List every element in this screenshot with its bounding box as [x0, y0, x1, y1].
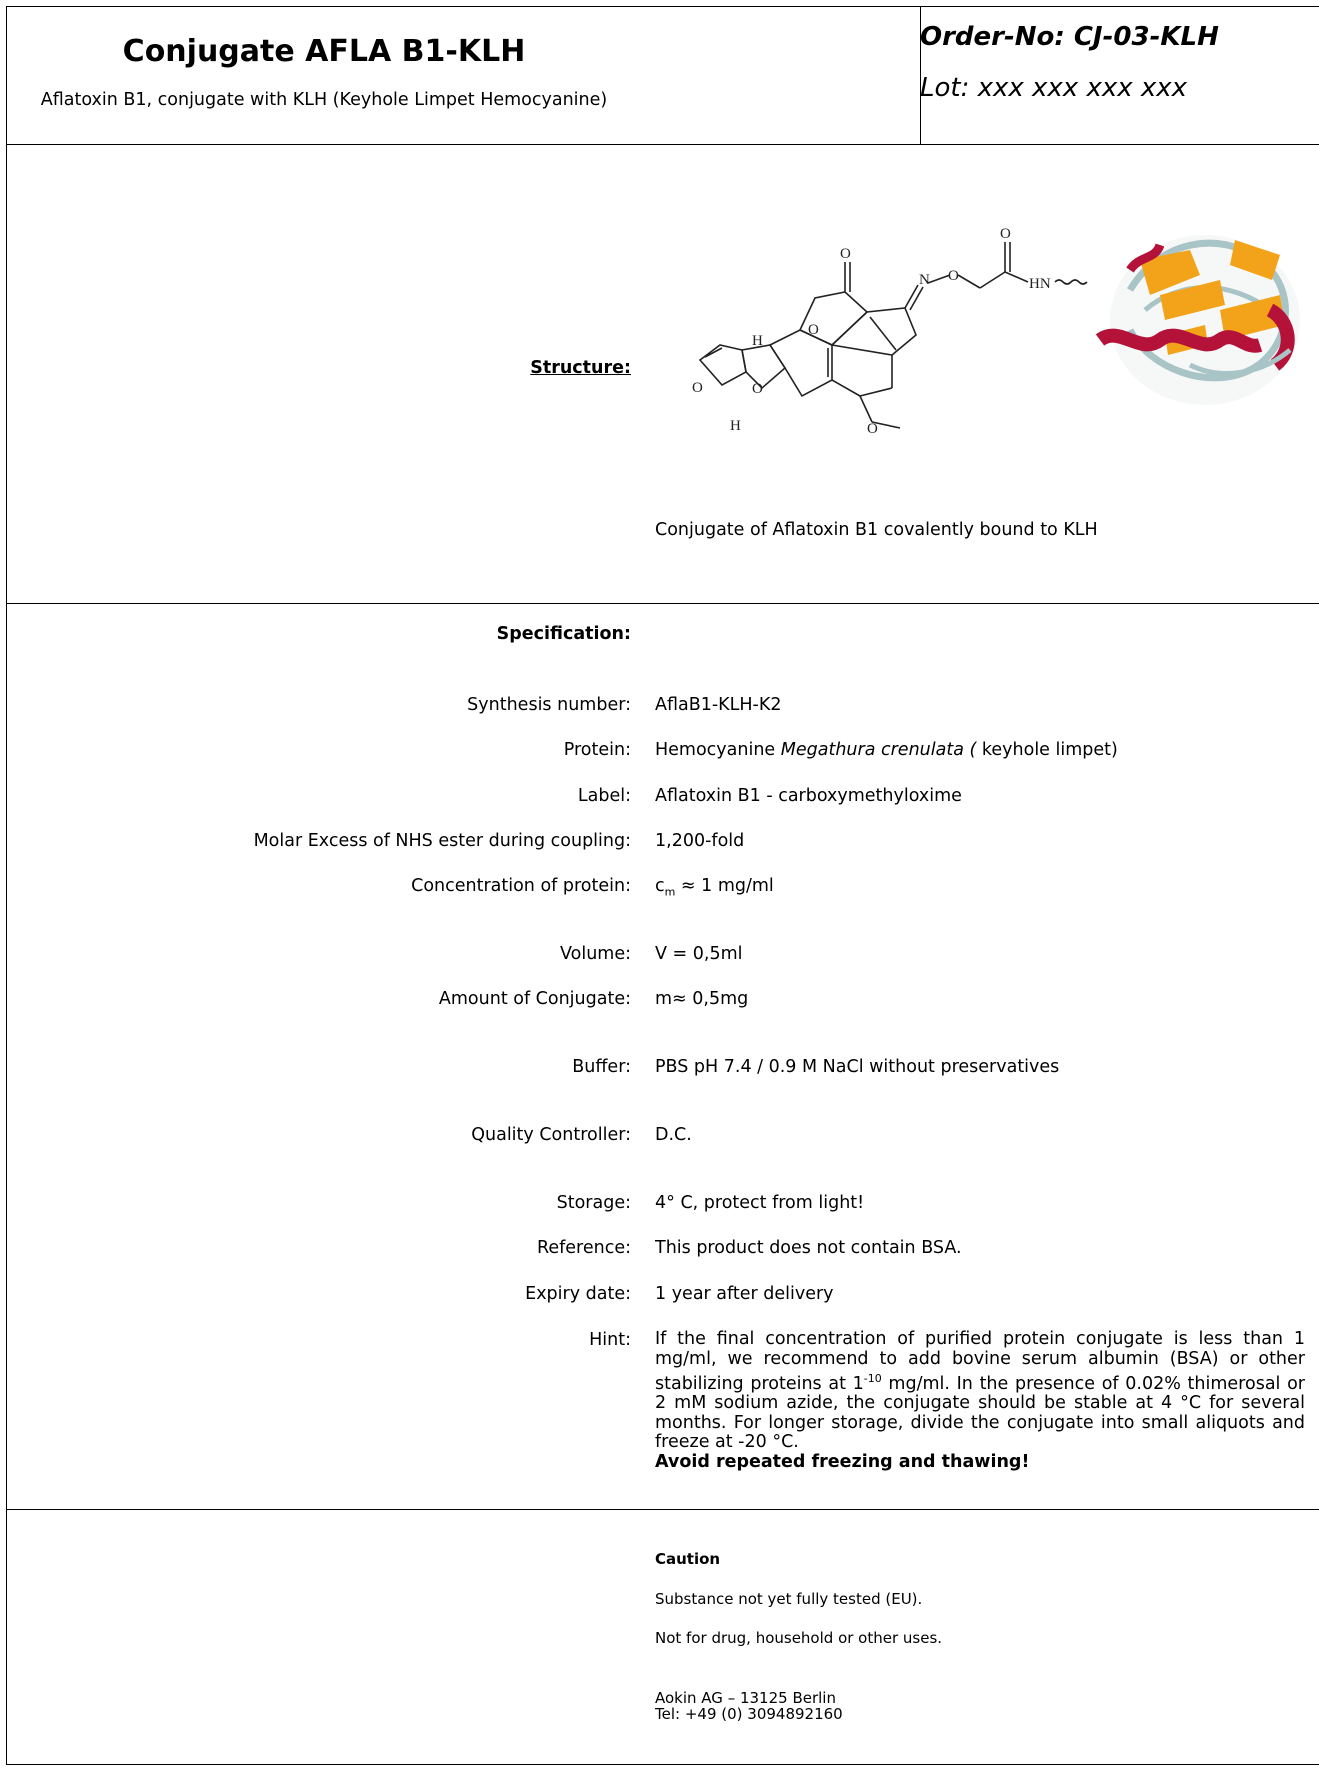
spec-value-buffer: PBS pH 7.4 / 0.9 M NaCl without preserva… — [655, 1057, 1060, 1077]
svg-text:O: O — [808, 322, 819, 338]
section-divider-2 — [7, 603, 1319, 604]
svg-text:O: O — [840, 246, 851, 262]
spec-label-hint: Hint: — [589, 1330, 631, 1350]
svg-text:O: O — [948, 268, 959, 284]
spec-label-volume: Volume: — [560, 944, 631, 964]
spec-label-molar-excess: Molar Excess of NHS ester during couplin… — [253, 831, 631, 851]
spec-label-concentration: Concentration of protein: — [411, 876, 631, 896]
hint-warning: Avoid repeated freezing and thawing! — [655, 1451, 1030, 1472]
structure-caption: Conjugate of Aflatoxin B1 covalently bou… — [655, 520, 1098, 540]
spec-value-volume: V = 0,5ml — [655, 944, 743, 964]
page-subtitle: Aflatoxin B1, conjugate with KLH (Keyhol… — [40, 90, 608, 110]
spec-value-reference: This product does not contain BSA. — [655, 1238, 962, 1258]
section-divider-1 — [7, 144, 1319, 145]
svg-text:O: O — [867, 421, 878, 437]
spec-label-label: Label: — [577, 786, 631, 806]
spec-value-label: Aflatoxin B1 - carboxymethyloxime — [655, 786, 962, 806]
specification-heading: Specification: — [496, 624, 631, 644]
klh-protein-ribbon — [1095, 235, 1300, 405]
lot-number: Lot: xxx xxx xxx xxx — [920, 73, 1188, 103]
spec-label-expiry: Expiry date: — [525, 1284, 631, 1304]
molecule-structure-image: O O H H O O O N O O HN — [692, 226, 1300, 437]
page-title: Conjugate AFLA B1-KLH — [122, 34, 526, 69]
svg-text:O: O — [1000, 226, 1011, 242]
header-divider — [920, 7, 921, 145]
spec-label-synthesis-number: Synthesis number: — [467, 695, 631, 715]
spec-label-quality-controller: Quality Controller: — [471, 1125, 631, 1145]
svg-text:N: N — [919, 272, 930, 288]
caution-line-1: Substance not yet fully tested (EU). — [655, 1590, 923, 1608]
spec-value-synthesis-number: AflaB1-KLH-K2 — [655, 695, 782, 715]
spec-value-expiry: 1 year after delivery — [655, 1284, 834, 1304]
svg-text:HN: HN — [1029, 276, 1051, 292]
caution-line-2: Not for drug, household or other uses. — [655, 1629, 943, 1647]
svg-text:H: H — [752, 333, 763, 349]
molecule-bonds — [698, 242, 1088, 429]
structure-label: Structure: — [530, 358, 631, 378]
caution-title: Caution — [655, 1550, 721, 1568]
spec-label-amount: Amount of Conjugate: — [438, 989, 631, 1009]
svg-text:H: H — [730, 418, 741, 434]
svg-text:O: O — [752, 381, 763, 397]
product-sheet — [6, 6, 1319, 1765]
order-number: Order-No: CJ-03-KLH — [920, 22, 1219, 52]
svg-text:O: O — [692, 380, 703, 396]
spec-value-concentration: cm ≈ 1 mg/ml — [655, 876, 774, 899]
spec-value-molar-excess: 1,200-fold — [655, 831, 745, 851]
spec-label-buffer: Buffer: — [572, 1057, 631, 1077]
spec-value-storage: 4° C, protect from light! — [655, 1193, 865, 1213]
spec-value-protein: Hemocyanine Megathura crenulata ( keyhol… — [655, 740, 1118, 760]
spec-value-quality-controller: D.C. — [655, 1125, 692, 1145]
spec-value-amount: m≈ 0,5mg — [655, 989, 749, 1009]
spec-label-protein: Protein: — [563, 740, 631, 760]
spec-value-hint: If the final concentration of purified p… — [655, 1329, 1305, 1472]
molecule-atoms: O O H H O O O N O O HN — [692, 226, 1051, 437]
spec-label-storage: Storage: — [556, 1193, 631, 1213]
spec-label-reference: Reference: — [536, 1238, 631, 1258]
section-divider-3 — [7, 1509, 1319, 1510]
